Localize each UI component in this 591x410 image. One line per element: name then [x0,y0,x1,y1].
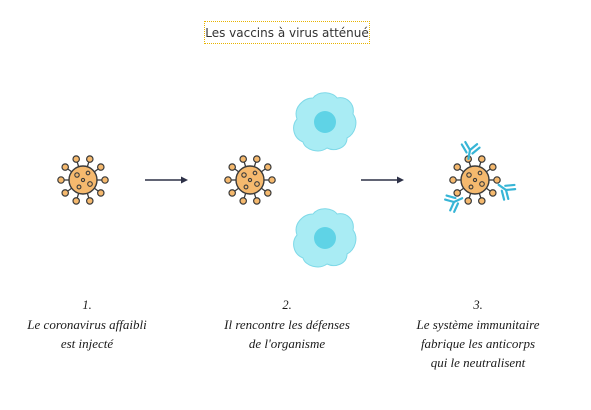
step-number: 3. [473,298,483,312]
step-text: Il rencontre les défenses [224,317,350,332]
arrow-right-icon [361,176,404,184]
step-1-caption: 1. Le coronavirus affaibli est injecté [0,296,182,353]
immune-cell-icon [293,92,357,152]
step-2-caption: 2. Il rencontre les défenses de l'organi… [192,296,382,353]
step-text: fabrique les anticorps [420,336,536,351]
step-number: 2. [282,298,292,312]
immune-cell-icon [293,208,357,268]
step-text: est injecté [60,336,114,351]
arrow-right-icon [145,176,188,184]
step-3-caption: 3. Le système immunitaire fabrique les a… [383,296,573,372]
coronavirus-icon [224,155,276,205]
step-text: qui le neutralisent [430,355,526,370]
diagram-title: Les vaccins à virus atténué [204,21,370,44]
step-text: de l'organisme [248,336,326,351]
coronavirus-icon [449,155,501,205]
step-number: 1. [82,298,92,312]
coronavirus-icon [57,155,109,205]
step-text: Le système immunitaire [416,317,540,332]
step-text: Le coronavirus affaibli [27,317,147,332]
